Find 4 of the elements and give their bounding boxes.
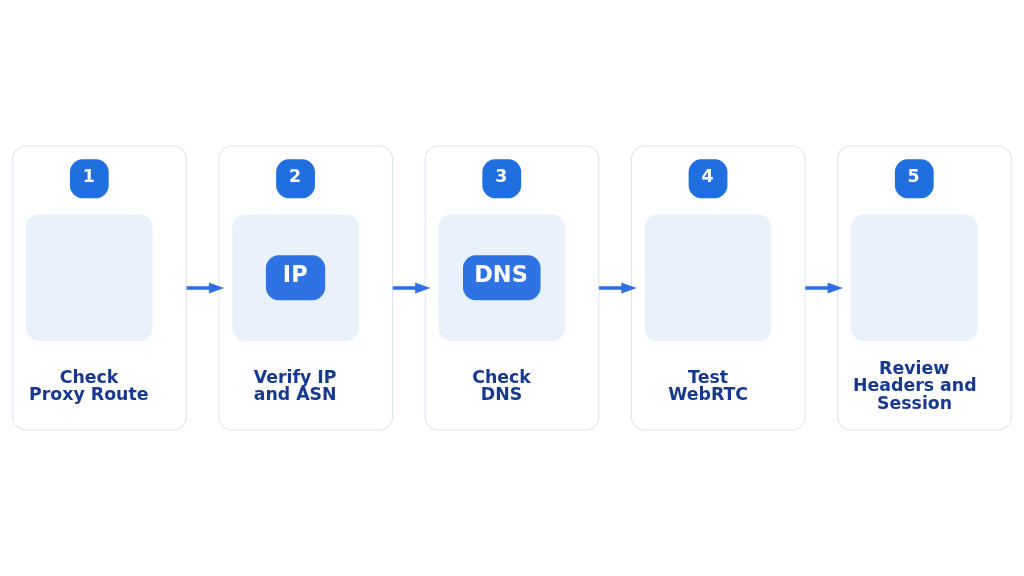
arrow [392,282,431,294]
arrow [186,282,225,294]
arrow [805,282,843,294]
arrow [599,282,637,294]
